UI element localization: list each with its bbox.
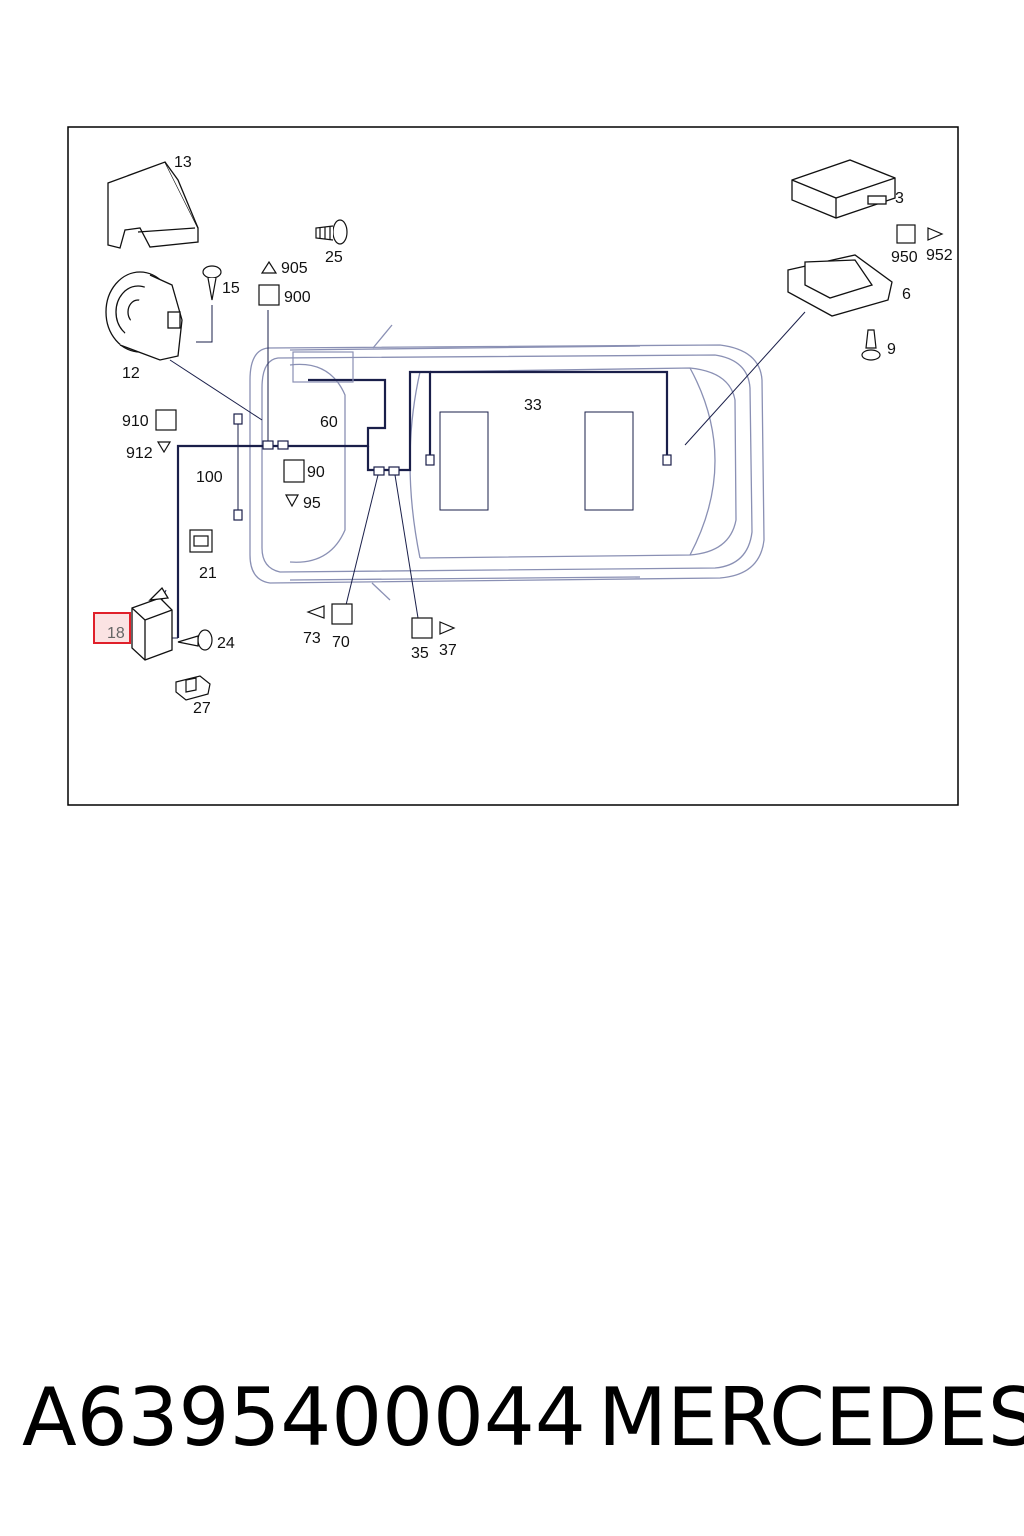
callout-70: 70 [332,634,350,651]
part-number: A6395400044 [22,1371,586,1464]
callout-950: 950 [891,249,918,266]
seat-left [439,411,489,511]
callout-15: 15 [222,280,240,297]
callout-100: 100 [196,469,223,486]
control-unit-part-3 [791,159,896,219]
terminal-part-912 [156,441,172,454]
bolt-part-25 [315,219,348,245]
bracket-part-6 [787,254,893,317]
connector-part-910 [155,409,177,431]
clip-part-27 [175,675,211,701]
connector-part-950 [896,224,916,244]
callout-12: 12 [122,365,140,382]
callout-24: 24 [217,635,235,652]
callout-18: 18 [107,625,125,642]
callout-95: 95 [303,495,321,512]
callout-37: 37 [439,642,457,659]
connector-part-90 [283,459,305,483]
callout-73: 73 [303,630,321,647]
terminal-part-73 [306,605,325,619]
callout-9: 9 [887,341,896,358]
terminal-part-37 [439,621,456,635]
callout-27: 27 [193,700,211,717]
callout-912: 912 [126,445,153,462]
callout-952: 952 [926,247,953,264]
vehicle-outline [249,324,765,601]
connector-part-35 [411,617,433,639]
callout-900: 900 [284,289,311,306]
brand-name: MERCEDES [598,1371,1024,1464]
callout-33: 33 [524,397,542,414]
connector-boxes [233,351,672,521]
connector-part-70 [331,603,353,625]
screw-part-15 [202,265,222,301]
highlight-box-part-18 [93,612,131,644]
cover-part-13 [107,161,199,249]
callout-13: 13 [174,154,192,171]
callout-905: 905 [281,260,308,277]
callout-3: 3 [895,190,904,207]
connector-part-900 [258,284,280,306]
seat-right [584,411,634,511]
callout-25: 25 [325,249,343,266]
callout-60: 60 [320,414,338,431]
callout-6: 6 [902,286,911,303]
callout-35: 35 [411,645,429,662]
terminal-part-952 [927,227,944,241]
terminal-part-95 [284,494,300,508]
screw-part-24 [177,629,213,651]
wiring-harness [176,370,669,638]
diagram-frame [67,126,959,806]
module-part-18 [131,586,173,661]
screw-part-9 [861,329,881,361]
callout-910: 910 [122,413,149,430]
callout-90: 90 [307,464,325,481]
terminal-part-905 [260,260,278,274]
siren-part-12 [105,271,183,361]
callout-21: 21 [199,565,217,582]
switch-part-21 [189,529,213,553]
